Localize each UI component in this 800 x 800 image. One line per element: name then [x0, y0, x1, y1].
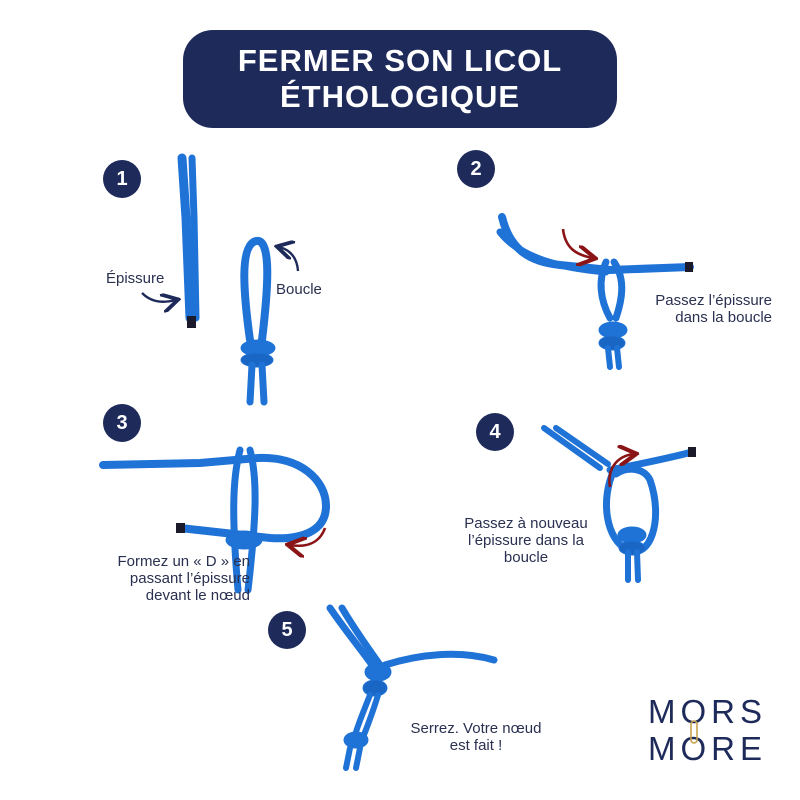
step1-splice-rope [177, 153, 200, 328]
step3-red-arrow [290, 527, 327, 546]
loop-pointer-arrow [279, 247, 300, 272]
step-2-caption: Passez l’épissure dans la boucle [655, 292, 772, 326]
step-4-badge: 4 [476, 413, 514, 451]
title-banner: FERMER SON LICOL ÉTHOLOGIQUE [183, 30, 617, 128]
step-3-caption: Formez un « D » en passant l’épissure de… [117, 553, 250, 604]
step-4-caption: Passez à nouveau l’épissure dans la bouc… [464, 515, 588, 566]
step-5-badge: 5 [268, 611, 306, 649]
step-2-badge: 2 [457, 150, 495, 188]
step2-rope [496, 213, 694, 370]
title-line-1: FERMER SON LICOL [237, 43, 563, 78]
splice-pointer-arrow [141, 292, 176, 302]
step1-loop-rope [240, 237, 276, 406]
step-1-badge: 1 [103, 160, 141, 198]
loop-label: Boucle [276, 281, 322, 298]
logo-link-icon [690, 720, 698, 744]
mors-more-logo: MORS MORE [648, 693, 767, 767]
step5-rope [326, 604, 498, 771]
step4-red-arrow [608, 454, 634, 488]
step-3-badge: 3 [103, 404, 141, 442]
step4-rope [541, 425, 696, 583]
step-5-caption: Serrez. Votre nœud est fait ! [410, 720, 542, 754]
title-line-2: ÉTHOLOGIQUE [279, 79, 521, 114]
splice-label: Épissure [106, 270, 165, 287]
step2-red-arrow [561, 228, 593, 258]
